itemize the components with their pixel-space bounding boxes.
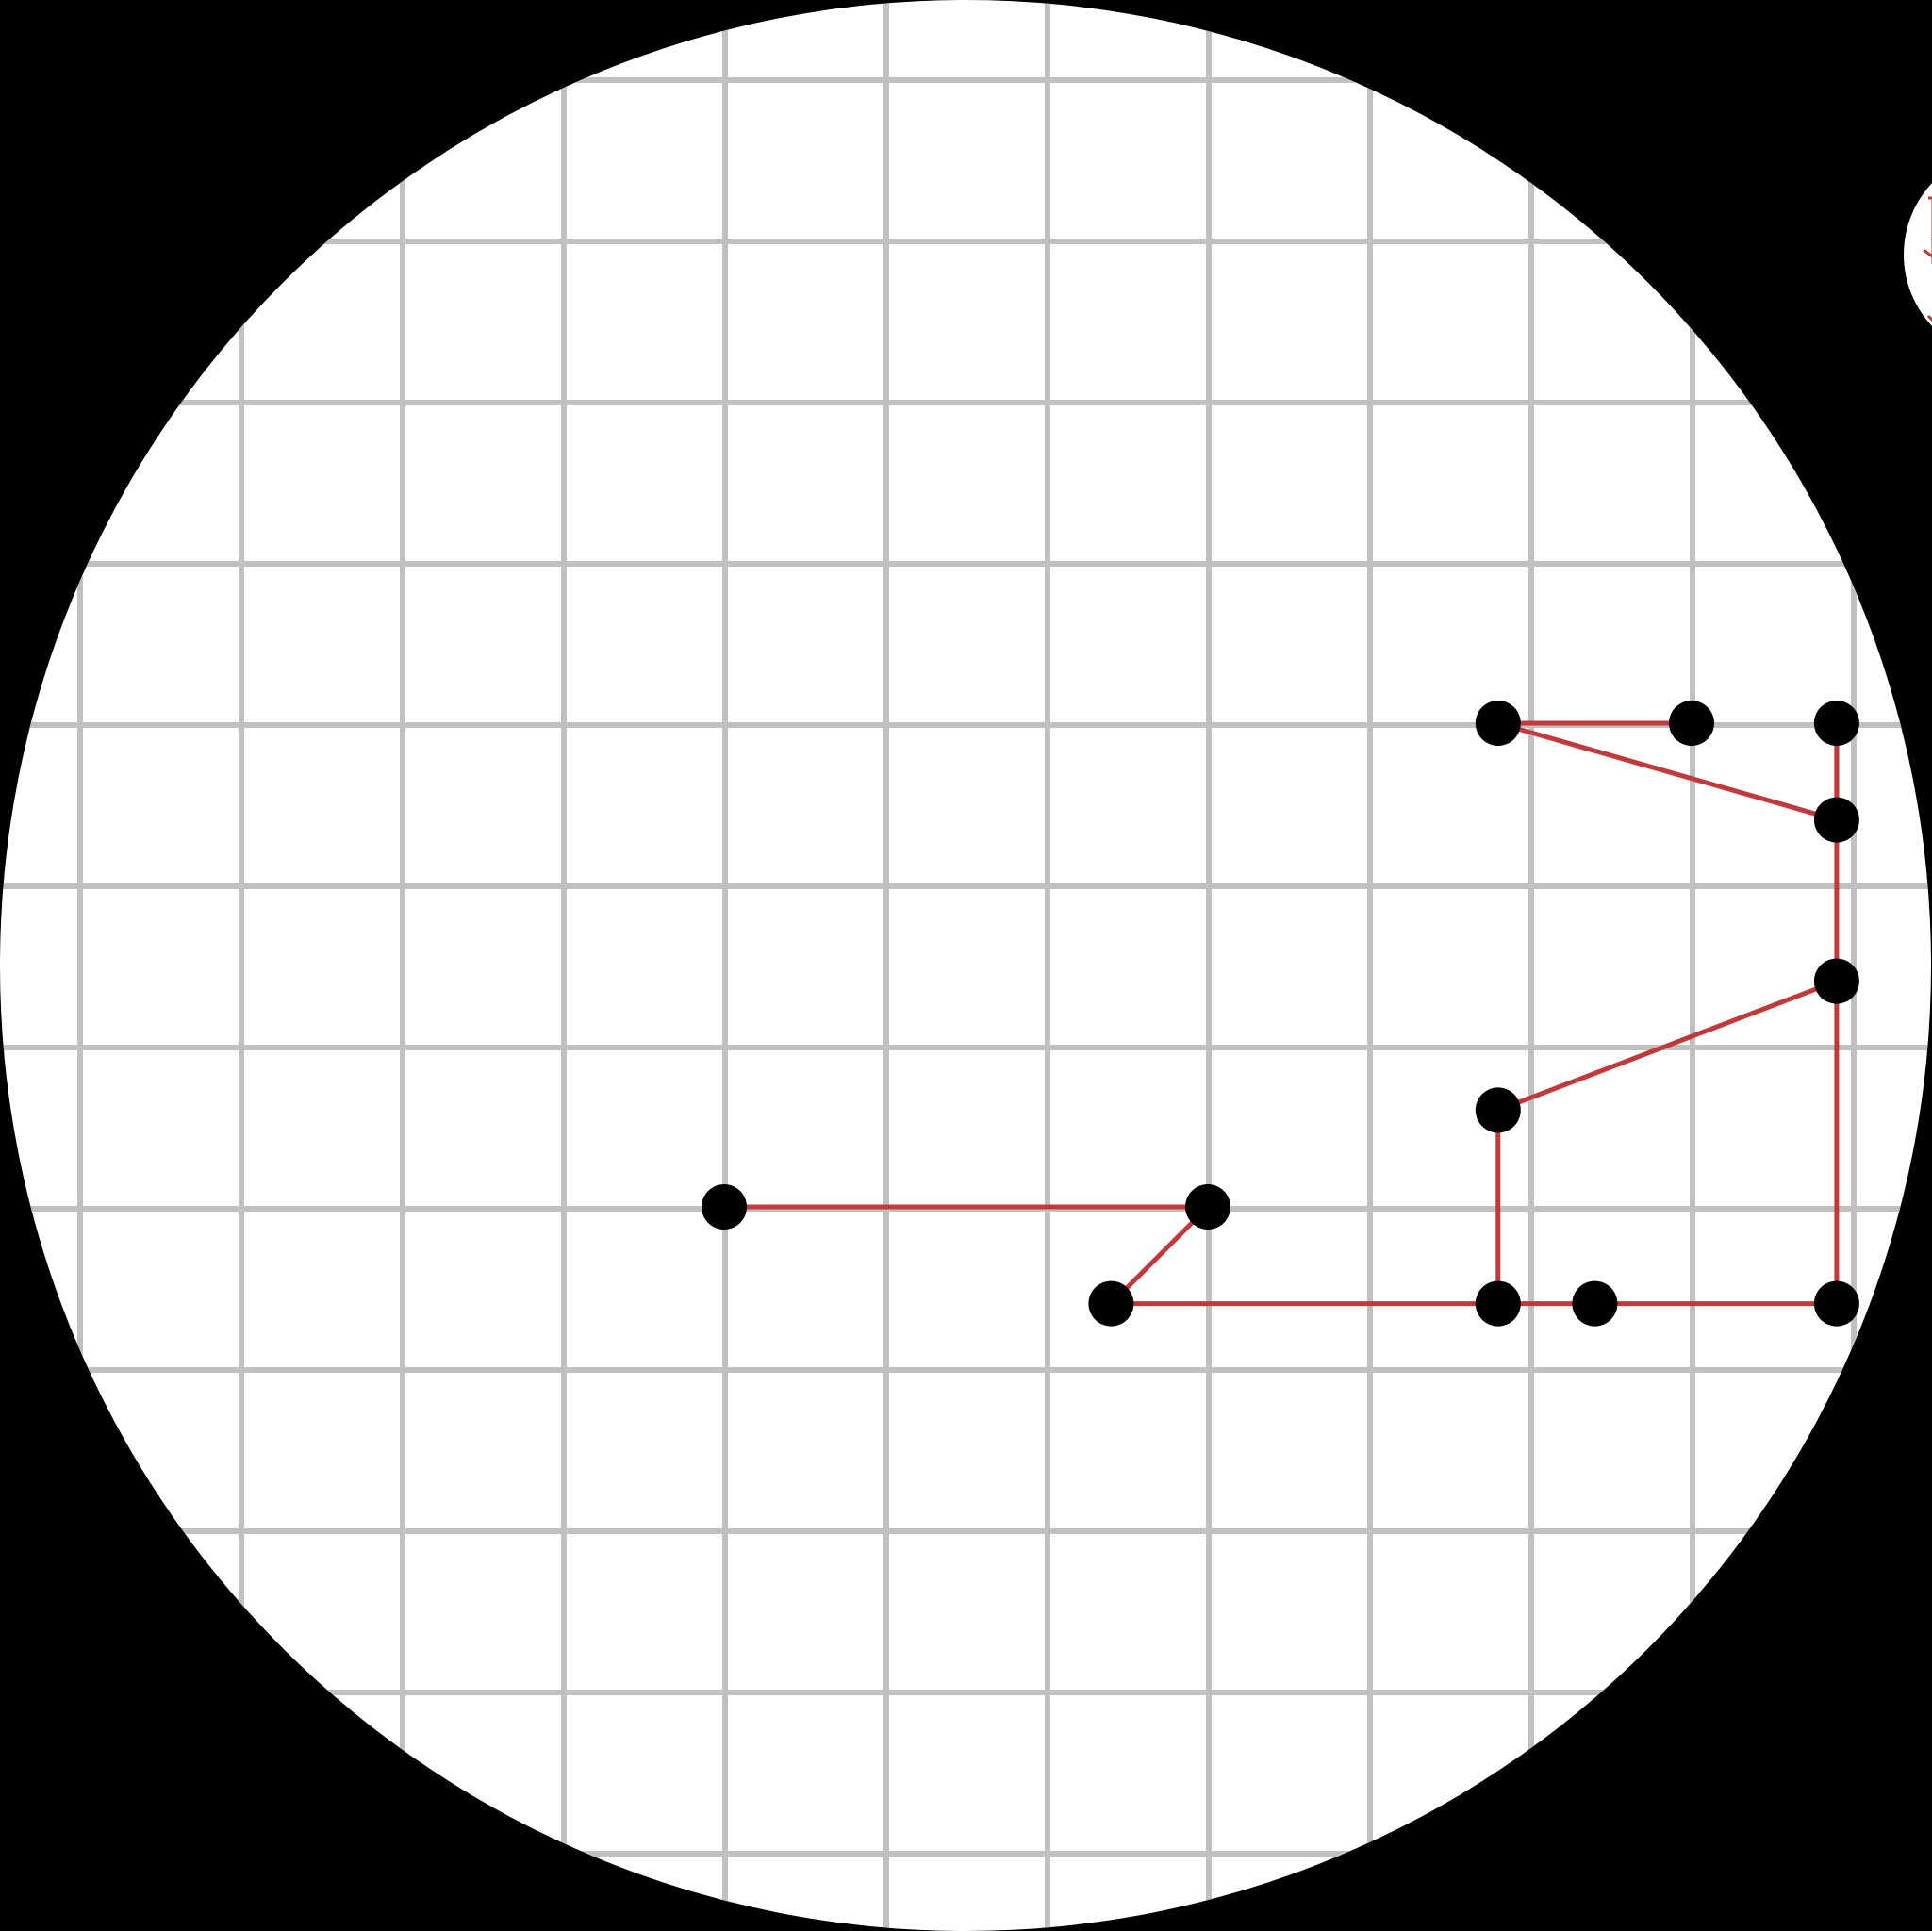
graph-node-E[interactable] [1572,1281,1617,1327]
graph-node-A[interactable] [702,1184,747,1230]
graph-node-C[interactable] [1088,1281,1133,1327]
graph-node-B[interactable] [1185,1184,1230,1230]
graph-node-D[interactable] [1476,1281,1521,1327]
graph-node-H[interactable] [1814,959,1859,1004]
graph-node-L[interactable] [1814,798,1859,843]
graph-node-F[interactable] [1476,1087,1521,1132]
graph-node-J[interactable] [1669,701,1714,746]
graph-node-K[interactable] [1814,701,1859,746]
graph-node-G[interactable] [1814,1281,1859,1327]
graph-node-I[interactable] [1476,701,1521,746]
